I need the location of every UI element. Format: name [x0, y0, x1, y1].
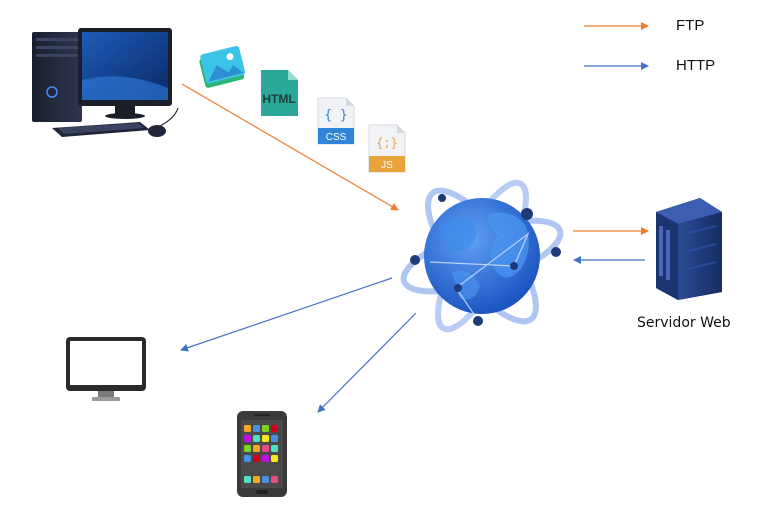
html-file-icon: HTML [261, 70, 298, 116]
internet-globe-icon [400, 179, 564, 333]
desktop-computer-icon [32, 28, 179, 137]
js-file-icon: {;} JS [368, 124, 406, 173]
js-glyph-text: {;} [376, 136, 398, 150]
image-file-icon [199, 45, 246, 88]
css-file-icon: { } CSS [317, 97, 355, 145]
ftp-upload-arrow [181, 83, 399, 211]
css-badge-text: CSS [326, 132, 347, 143]
html-badge-text: HTML [262, 92, 295, 106]
http-to-phone-arrow [317, 312, 417, 413]
smartphone-icon [237, 411, 287, 497]
server-label: Servidor Web [637, 315, 731, 331]
legend-http-label: HTTP [676, 57, 716, 74]
js-badge-text: JS [381, 160, 393, 171]
css-glyph-text: { } [324, 108, 347, 123]
web-server-icon [656, 198, 722, 300]
http-to-monitor-arrow [180, 277, 393, 352]
monitor-icon [66, 337, 146, 401]
legend-ftp-label: FTP [676, 17, 705, 34]
